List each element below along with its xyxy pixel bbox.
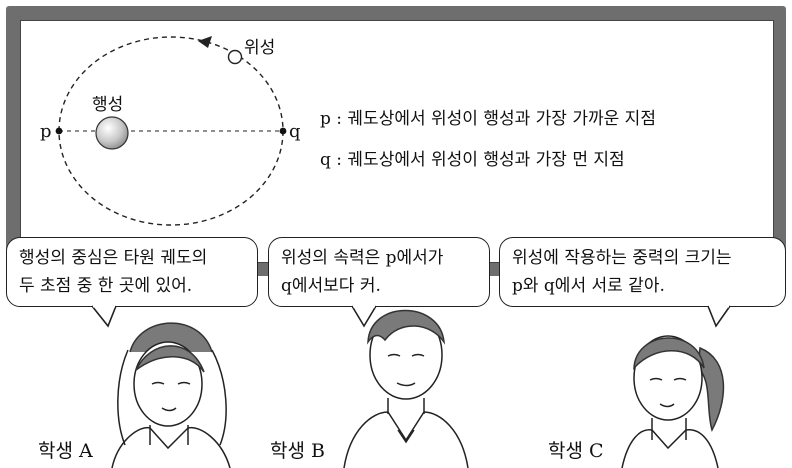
legend-q: q : 궤도상에서 위성이 행성과 가장 먼 지점 <box>320 150 625 170</box>
speech-bubble-a: 행성의 중심은 타원 궤도의 두 초점 중 한 곳에 있어. <box>6 237 258 307</box>
bubble-b-line-2: q에서보다 커. <box>281 276 381 296</box>
point-p-label: p <box>40 121 52 142</box>
student-c-label: 학생 C <box>548 440 604 462</box>
satellite <box>227 49 243 65</box>
bubble-c-line-2: p와 q에서 서로 같아. <box>512 276 665 296</box>
bubble-c-tail <box>707 305 731 328</box>
student-b-label: 학생 B <box>270 440 325 462</box>
planet <box>95 116 129 150</box>
bubble-b-tail <box>351 305 377 328</box>
point-p-dot <box>55 127 63 135</box>
bubble-b-line-1: 위성의 속력은 p에서가 <box>281 248 444 268</box>
bubble-c-line-1: 위성에 작용하는 중력의 크기는 <box>512 248 732 268</box>
speech-bubble-c: 위성에 작용하는 중력의 크기는 p와 q에서 서로 같아. <box>499 237 786 307</box>
planet-label: 행성 <box>92 95 123 115</box>
legend-p: p : 궤도상에서 위성이 행성과 가장 가까운 지점 <box>320 109 656 129</box>
bubble-a-line-1: 행성의 중심은 타원 궤도의 <box>19 248 208 268</box>
student-a-figure <box>111 322 231 468</box>
student-c-figure <box>621 335 725 468</box>
student-a-label: 학생 A <box>38 440 93 462</box>
board-frame <box>6 6 786 276</box>
board-surface <box>20 20 774 263</box>
satellite-label: 위성 <box>244 38 275 58</box>
bubble-a-tail <box>91 305 117 328</box>
speech-bubble-b: 위성의 속력은 p에서가 q에서보다 커. <box>268 237 490 307</box>
student-b-figure <box>343 309 469 468</box>
orbit-direction-arrow <box>198 36 212 48</box>
point-q-label: q <box>289 121 301 142</box>
point-q-dot <box>279 127 287 135</box>
bubble-a-line-2: 두 초점 중 한 곳에 있어. <box>19 276 193 296</box>
